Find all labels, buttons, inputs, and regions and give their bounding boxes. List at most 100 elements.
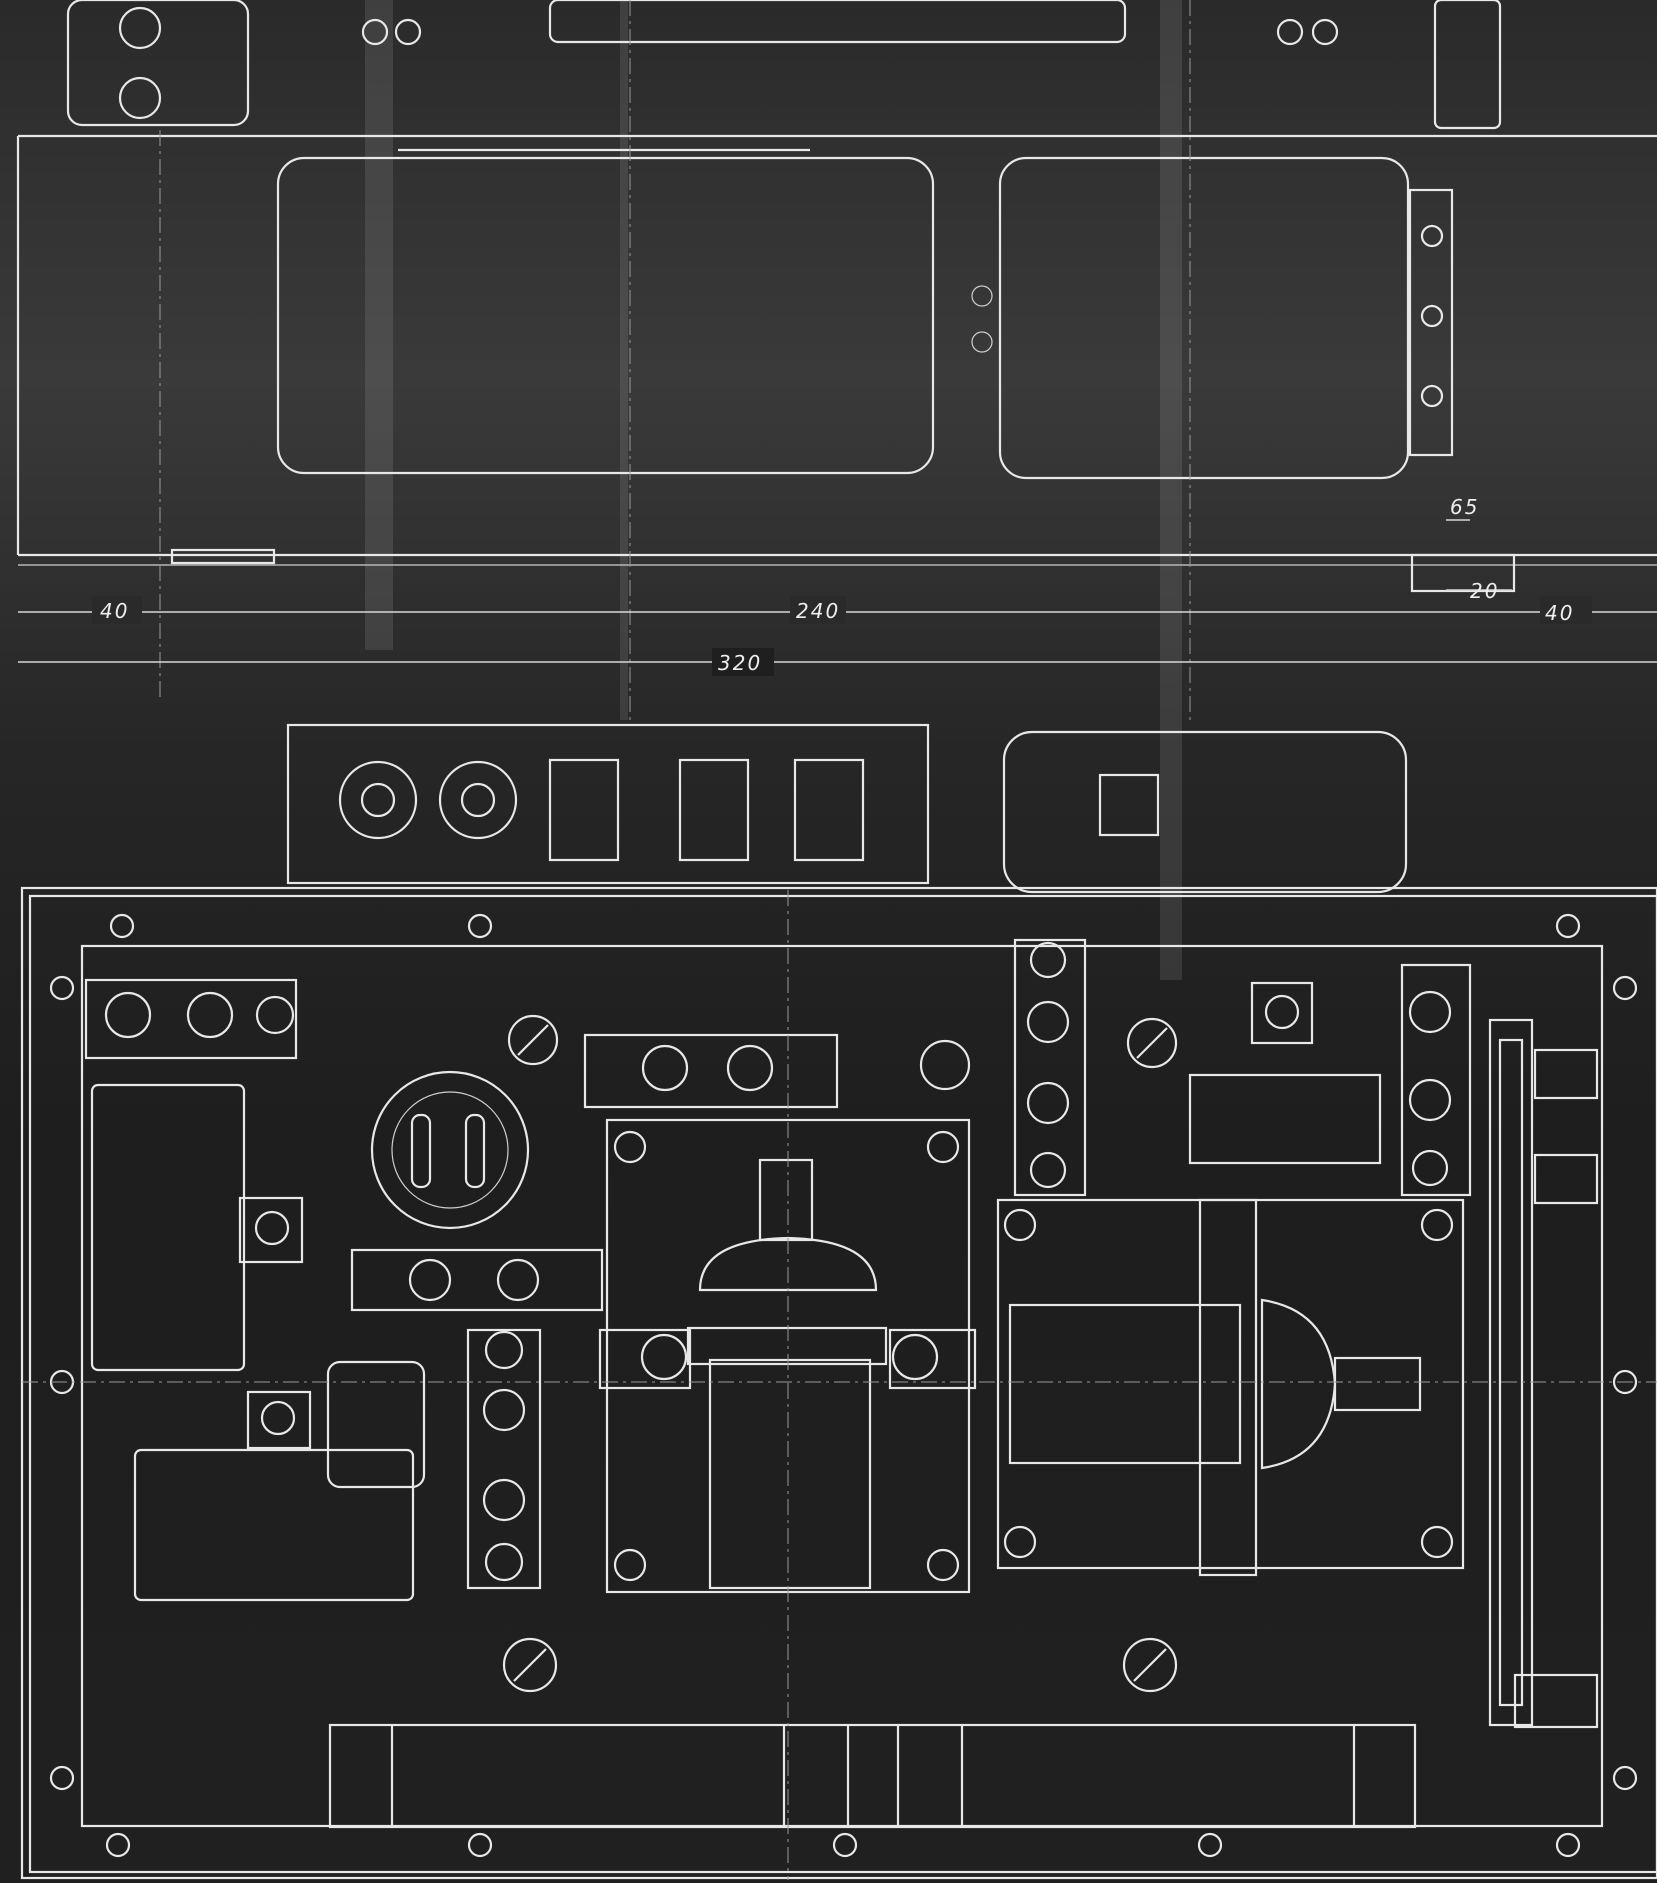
mount-hole (971, 331, 993, 353)
terminal-screw (1026, 1000, 1070, 1044)
hinge-pin (1420, 224, 1444, 248)
terminal-screw (641, 1044, 689, 1092)
slotted-screw (502, 1637, 558, 1693)
arc-chute (1260, 1298, 1337, 1470)
mount-hole (971, 285, 993, 307)
screw-slot (1133, 1648, 1167, 1682)
slotted-screw (507, 1014, 559, 1066)
rail-terminal (1513, 1673, 1599, 1729)
upper-relay-housing (286, 723, 930, 885)
terminal-screw (484, 1542, 524, 1582)
rail-terminal (1533, 1153, 1599, 1205)
yoke (686, 1326, 888, 1366)
hinge-pin (1420, 384, 1444, 408)
top-screw (361, 18, 389, 46)
top-screw (1276, 18, 1304, 46)
side-rail (1488, 1018, 1534, 1727)
dim-overall-width: 320 (718, 651, 762, 675)
fuse-contact (464, 1113, 486, 1189)
terminal-screw (726, 1044, 774, 1092)
resistor-block (90, 1083, 246, 1372)
right-relay-housing (1002, 730, 1408, 894)
slotted-screw (1126, 1017, 1178, 1069)
terminal-ring (460, 782, 496, 818)
terminal-ring (360, 782, 396, 818)
mounting-plate (80, 944, 1604, 1828)
mount-hole (49, 975, 75, 1001)
terminal-screw (1029, 1151, 1067, 1189)
terminal-screw (1264, 994, 1300, 1030)
bracket-bolt (118, 76, 162, 120)
top-center-plate (548, 0, 1127, 44)
dim-gap (1540, 596, 1592, 624)
dim-small-offset: 65 (1450, 495, 1479, 519)
mount-hole (832, 1832, 858, 1858)
base-screw (1420, 1208, 1454, 1242)
mount-hole (1612, 1369, 1638, 1395)
terminal-lug (1250, 981, 1314, 1045)
mount-hole (1612, 1765, 1638, 1791)
top-screw (1311, 18, 1339, 46)
panel-inner-border (28, 894, 1657, 1874)
top-screw (394, 18, 422, 46)
terminal-lug (238, 1196, 304, 1264)
mount-hole (49, 1765, 75, 1791)
resistor-block (133, 1448, 415, 1602)
terminal-screw (254, 1210, 290, 1246)
dim-gap (92, 596, 142, 624)
terminal-screw (104, 991, 152, 1039)
side-rail-inner (1498, 1038, 1524, 1707)
dim-gap (790, 596, 846, 624)
bracket-bolt (118, 6, 162, 50)
screw-slot (513, 1648, 547, 1682)
foot (1410, 553, 1516, 593)
terminal-ring (438, 760, 518, 840)
dimension-lines: 40 240 40 320 65 20 (18, 495, 1657, 676)
fuse-holder (678, 758, 750, 862)
terminal-screw (496, 1258, 540, 1302)
terminal-screw (1029, 941, 1067, 979)
contact-stud (758, 1158, 814, 1242)
panel-outer-border (20, 886, 1657, 1880)
terminal-screw (1408, 1078, 1452, 1122)
terminal-strip (350, 1248, 604, 1312)
foot (170, 548, 276, 565)
terminal-screw (408, 1258, 452, 1302)
dim-small-width: 20 (1470, 579, 1499, 603)
fuse-holder (548, 758, 620, 862)
blank-hole (919, 1039, 971, 1091)
terminal-screw (260, 1400, 296, 1436)
base-screw (1420, 1525, 1454, 1559)
base-screw (613, 1548, 647, 1582)
terminal-strip (583, 1033, 839, 1109)
top-left-bracket (66, 0, 250, 127)
coil (708, 1358, 872, 1590)
terminal-screw (484, 1330, 524, 1370)
small-relay (1098, 773, 1160, 837)
auxiliary-relay (1188, 1073, 1382, 1165)
base-screw (613, 1130, 647, 1164)
fuse-contact (410, 1113, 432, 1189)
mount-hole (1555, 913, 1581, 939)
terminal-strip-vertical (466, 1328, 542, 1590)
mount-hole (467, 913, 493, 939)
fuse-socket (370, 1070, 530, 1230)
dim-left-margin: 40 (100, 599, 129, 623)
mount-hole (1555, 1832, 1581, 1858)
terminal-screw (186, 991, 234, 1039)
front-panel (20, 723, 1657, 1880)
fuse-holder (793, 758, 865, 862)
base-screw (926, 1130, 960, 1164)
side-bracket (598, 1328, 692, 1390)
terminal-screw (255, 995, 295, 1035)
terminal-lug (246, 1390, 312, 1450)
terminal-screw (1408, 990, 1452, 1034)
contact-stud (1333, 1356, 1422, 1412)
mounting-holes (49, 913, 1638, 1858)
side-bracket (888, 1328, 977, 1390)
screw-slot (1136, 1027, 1168, 1059)
terminal-screw (482, 1388, 526, 1432)
terminal-strip-vertical (1400, 963, 1472, 1197)
